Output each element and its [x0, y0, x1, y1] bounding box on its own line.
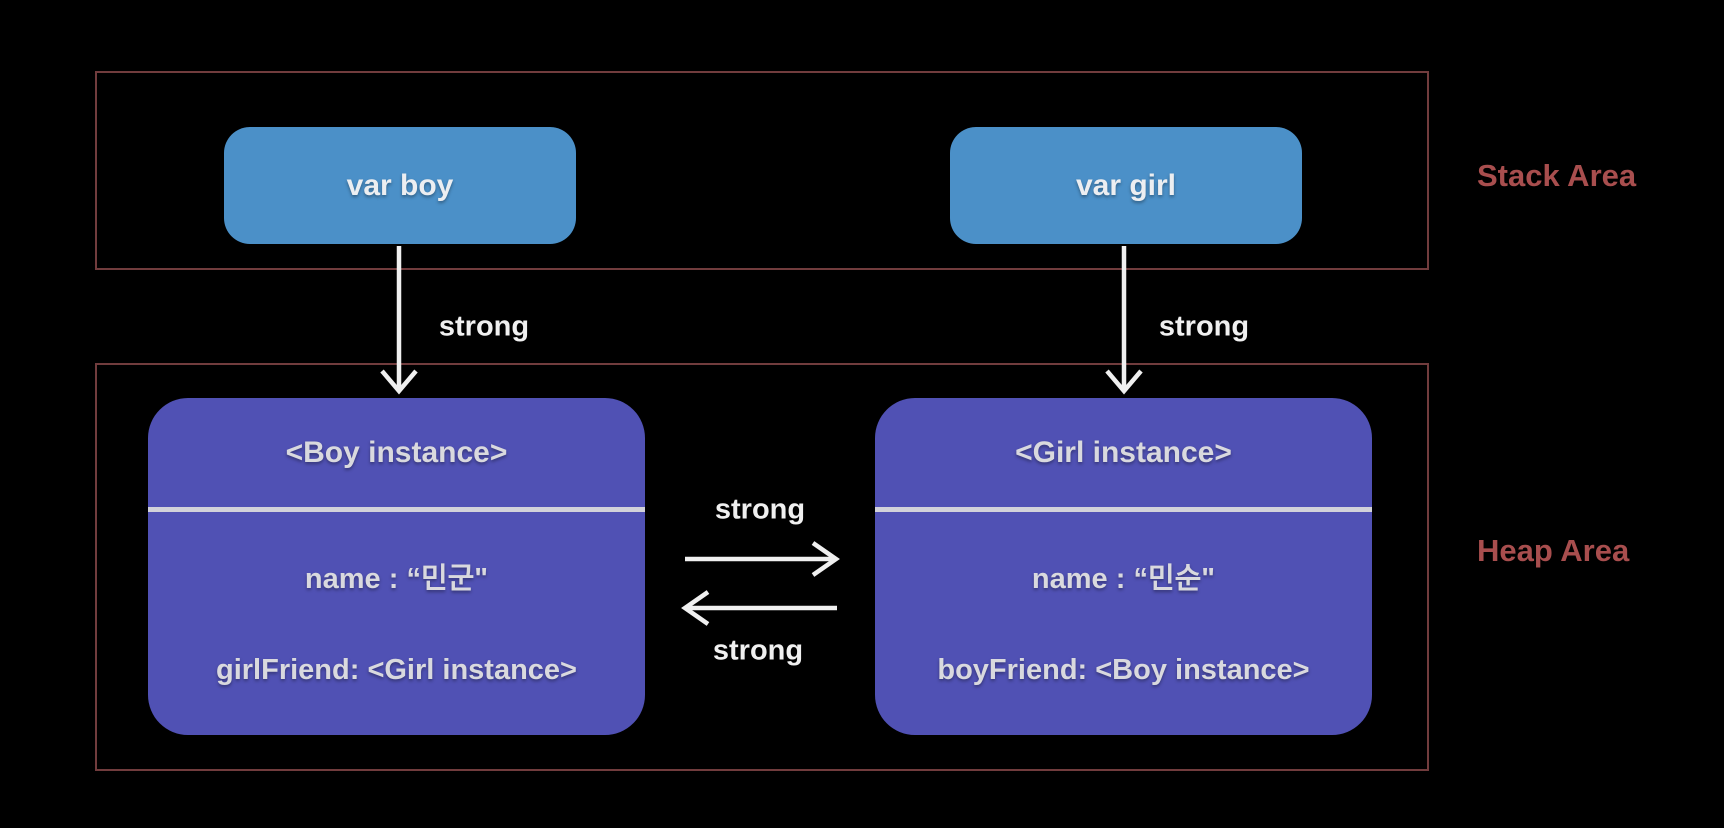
girl-instance-box: <Girl instance> name : “민순" boyFriend: <… [875, 398, 1372, 735]
boy-instance-title: <Boy instance> [285, 435, 508, 469]
girl-boyfriend-field: boyFriend: <Boy instance> [937, 653, 1310, 686]
boy-girlfriend-field: girlFriend: <Girl instance> [216, 653, 577, 686]
var-boy-box: var boy [224, 127, 576, 244]
girl-instance-divider [875, 507, 1372, 512]
stack-area-box [95, 71, 1429, 270]
var-boy-label: var boy [346, 168, 454, 202]
strong-label-vargirl: strong [1158, 310, 1250, 343]
girl-instance-title: <Girl instance> [1015, 435, 1232, 469]
heap-area-box [95, 363, 1429, 771]
boy-instance-body: name : “민군" girlFriend: <Girl instance> [148, 512, 645, 735]
stack-area-label: Stack Area [1477, 158, 1637, 193]
strong-label-girl-to-boy: strong [712, 634, 804, 667]
strong-label-varboy: strong [438, 310, 530, 343]
boy-name-field: name : “민군" [304, 562, 489, 595]
heap-area-label: Heap Area [1477, 533, 1630, 568]
boy-instance-box: <Boy instance> name : “민군" girlFriend: <… [148, 398, 645, 735]
var-girl-label: var girl [1075, 168, 1177, 202]
girl-name-field: name : “민순" [1031, 562, 1216, 595]
boy-instance-divider [148, 507, 645, 512]
strong-label-boy-to-girl: strong [714, 493, 806, 526]
var-girl-box: var girl [950, 127, 1302, 244]
girl-instance-body: name : “민순" boyFriend: <Boy instance> [875, 512, 1372, 735]
